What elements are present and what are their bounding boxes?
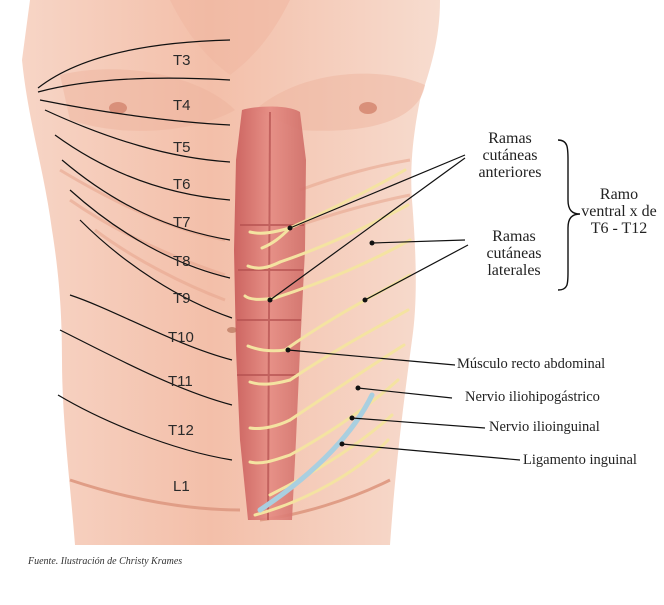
intercostal-nerves: [243, 168, 412, 517]
dermatome-label: T8: [173, 253, 191, 270]
inguinal-ligament-label: Ligamento inguinal: [523, 452, 637, 468]
navel: [227, 327, 237, 333]
nipple: [359, 102, 377, 114]
dermatome-label: T7: [173, 214, 191, 231]
torso: [22, 0, 440, 545]
grouping-brace: [557, 139, 581, 291]
dermatome-label: T4: [173, 97, 191, 114]
lateral-branches-label: Ramas cutáneas laterales: [486, 228, 542, 279]
nipple: [109, 102, 127, 114]
dermatome-label: L1: [173, 478, 190, 495]
ventral-ramus-label: Ramo ventral x de T6 - T12: [581, 186, 657, 237]
source-credit: Fuente. Ilustración de Christy Krames: [28, 556, 183, 567]
rectus-muscle-label: Músculo recto abdominal: [457, 356, 606, 372]
dermatome-label: T9: [173, 290, 191, 307]
dermatome-label: T6: [173, 176, 191, 193]
iliohypogastric-label: Nervio iliohipogástrico: [465, 389, 600, 405]
anterior-branches-label: Ramas cutáneas anteriores: [478, 130, 542, 181]
dermatome-label: T10: [168, 329, 194, 346]
dermatome-label: T3: [173, 52, 191, 69]
dermatome-label: T12: [168, 422, 194, 439]
dermatome-lines: [37, 39, 233, 461]
dermatome-label: T11: [168, 373, 193, 390]
ilioinguinal-label: Nervio ilioinguinal: [489, 419, 600, 435]
inguinal-ligament: [257, 392, 375, 513]
callout-lines: [269, 154, 521, 461]
dermatome-label: T5: [173, 139, 191, 156]
